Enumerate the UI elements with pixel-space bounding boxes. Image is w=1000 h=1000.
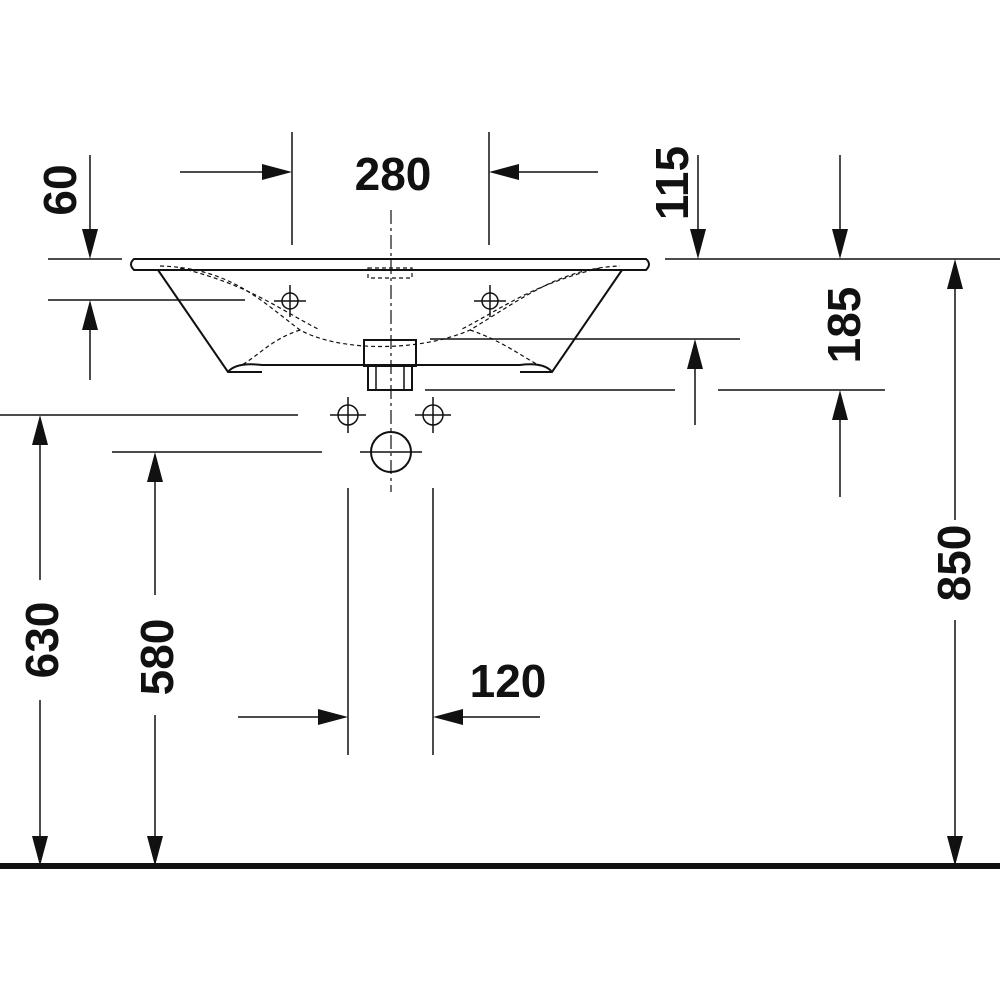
supply-connection-left [330, 397, 366, 433]
dimension-60-label: 60 [34, 164, 86, 215]
supply-connection-right [415, 397, 451, 433]
dimension-115-label: 115 [646, 146, 698, 220]
basin-outline [130, 258, 650, 391]
dimension-630: 630 [0, 414, 298, 866]
inner-bowl-hidden-lines [159, 265, 621, 367]
dimension-120-label: 120 [470, 655, 547, 707]
dimension-185-label: 185 [818, 287, 870, 364]
dimension-120: 120 [238, 488, 546, 755]
dimension-115: 115 [646, 146, 1000, 260]
dimension-850-label: 850 [928, 525, 980, 602]
tap-hole-left [274, 285, 306, 317]
dimension-850: 850 [928, 259, 980, 866]
dimension-280-label: 280 [355, 148, 432, 200]
dimension-280: 280 [180, 132, 598, 245]
tap-hole-right [474, 285, 506, 317]
dimension-630-label: 630 [16, 602, 68, 679]
dimension-580-label: 580 [131, 619, 183, 696]
dimension-185: 185 [425, 155, 885, 497]
dimension-580: 580 [112, 451, 322, 866]
dimension-60: 60 [34, 155, 245, 380]
